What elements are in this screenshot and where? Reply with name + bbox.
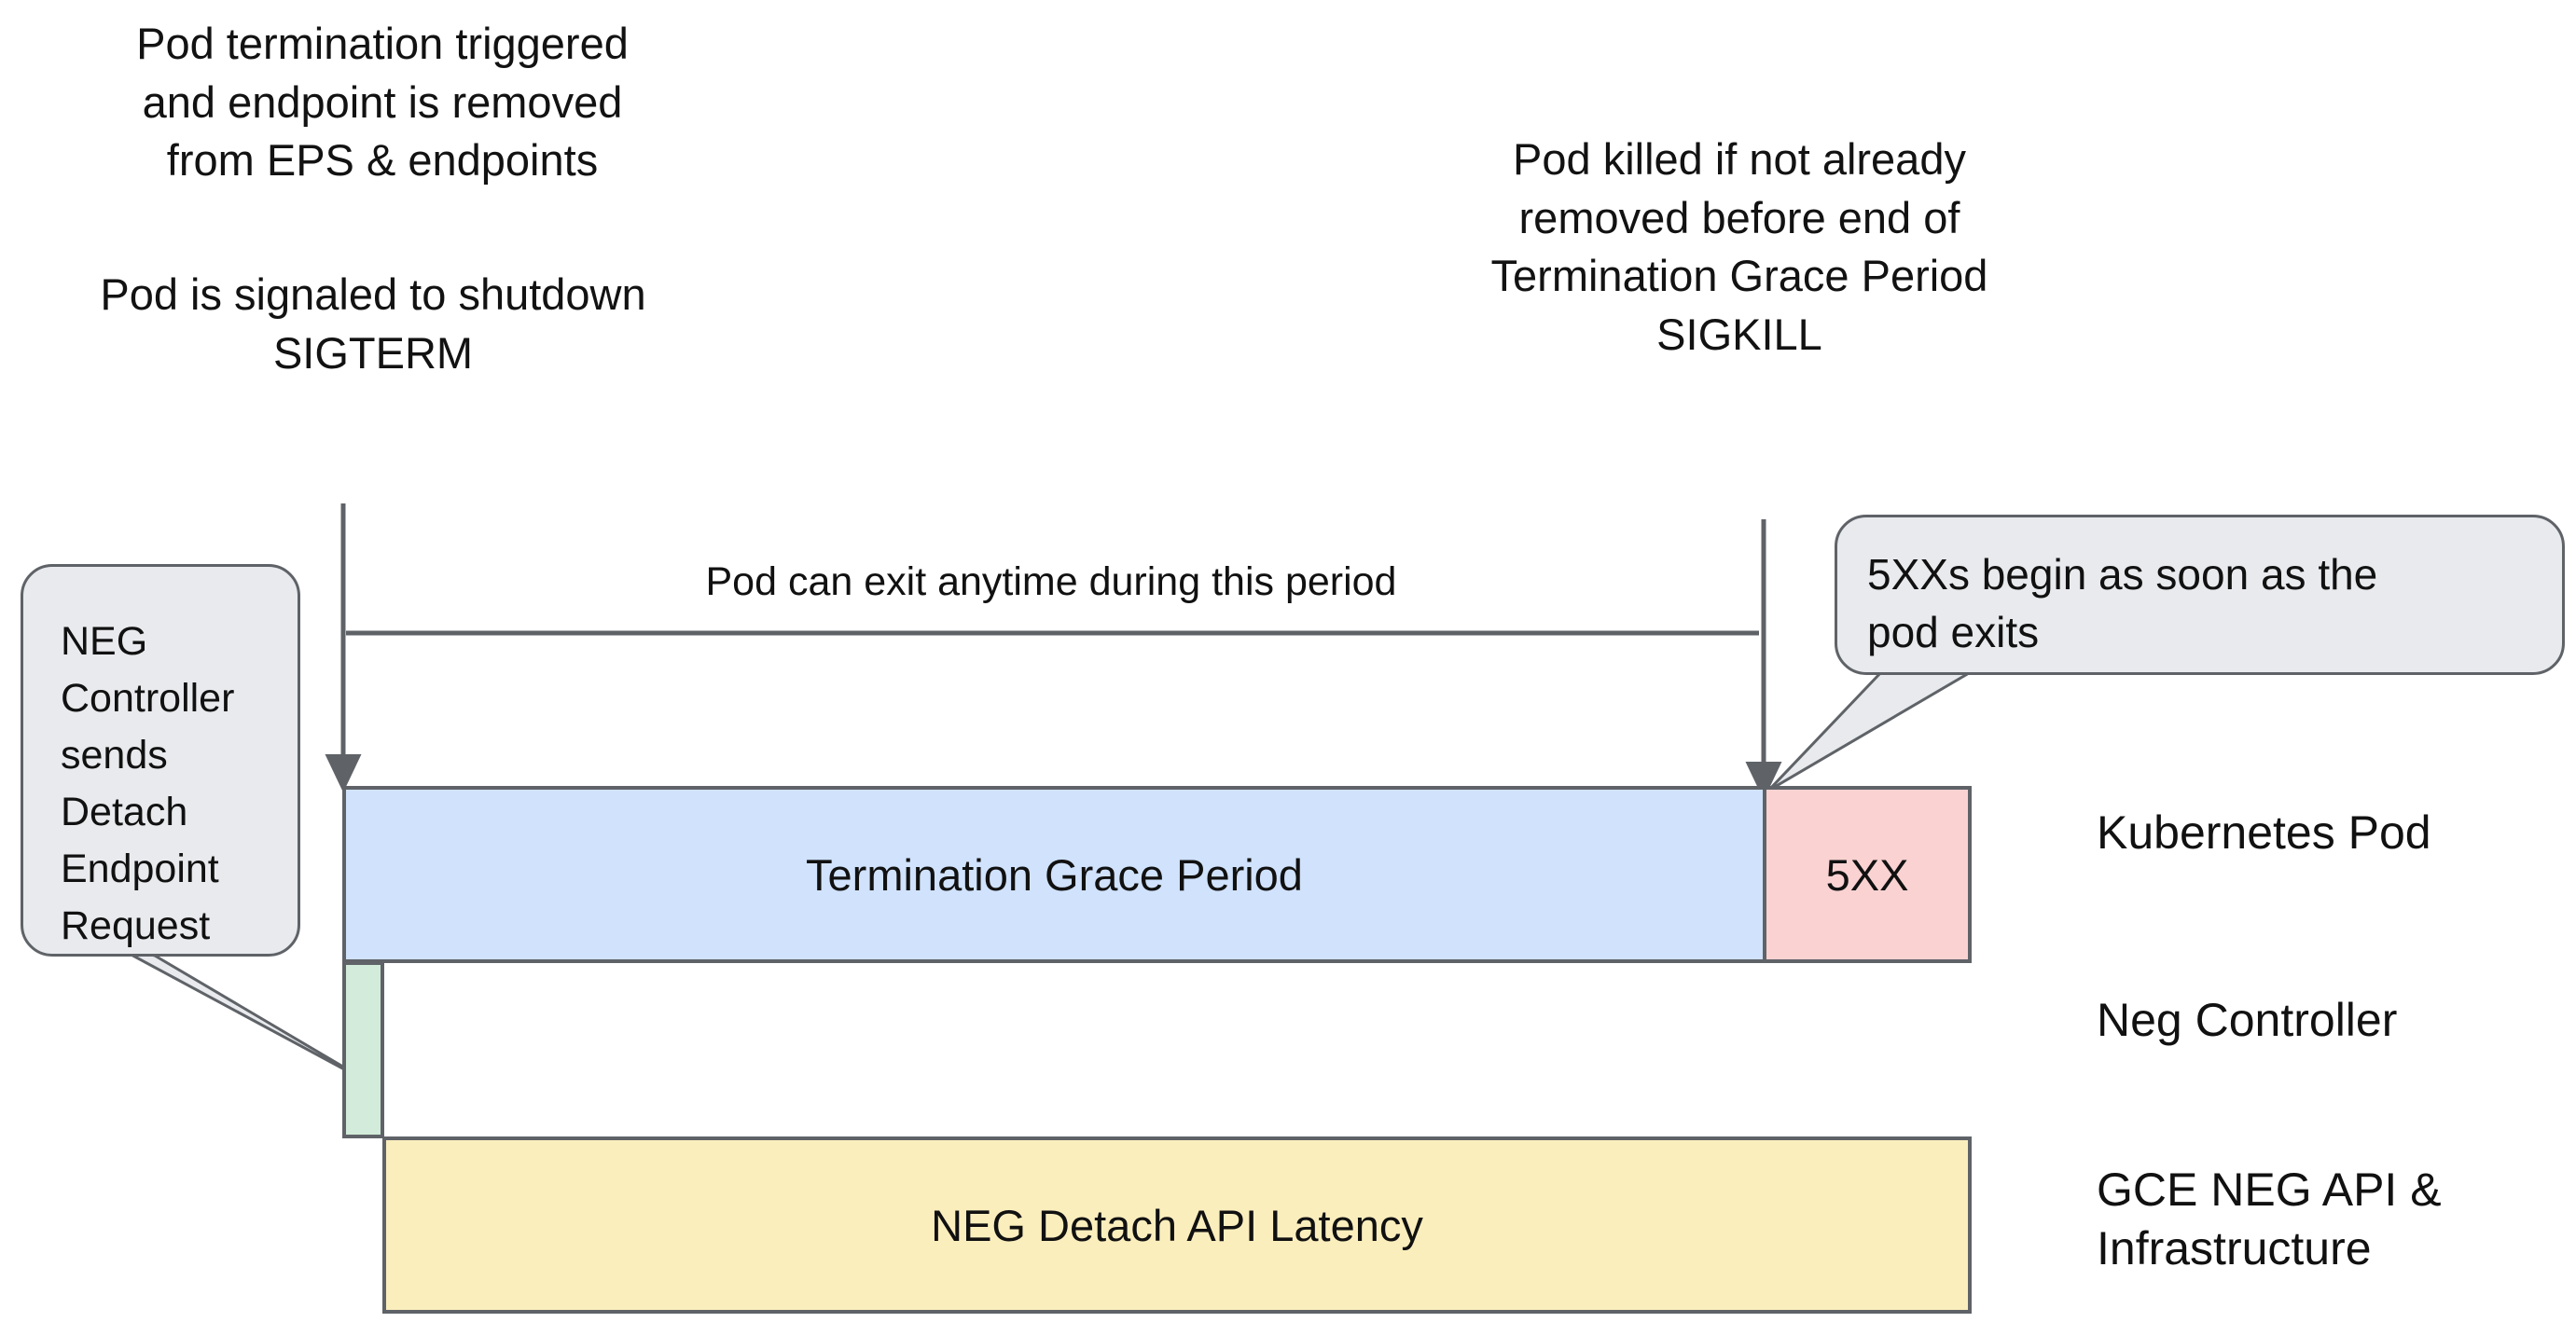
period-caption: Pod can exit anytime during this period [705,559,1397,604]
callout-neg-controller-detach-request: NEG Controller sends Detach Endpoint Req… [21,564,300,957]
lane-label-gce-neg-api-infrastructure: GCE NEG API & Infrastructure [2097,1164,2442,1274]
lane-label-kubernetes-pod: Kubernetes Pod [2097,806,2431,859]
annotation-pod-termination-triggered: Pod termination triggered and endpoint i… [136,19,629,185]
bar-neg-detach-request [342,961,384,1138]
bar-neg-detach-api-latency: NEG Detach API Latency [382,1136,1972,1314]
bar-5xx: 5XX [1763,786,1972,963]
annotation-pod-signaled-sigterm: Pod is signaled to shutdown SIGTERM [100,269,646,378]
bar-termination-grace-period: Termination Grace Period [342,786,1766,963]
annotation-pod-killed-sigkill: Pod killed if not already removed before… [1490,134,1988,359]
lane-label-neg-controller: Neg Controller [2097,994,2398,1046]
five-xx-callout-tail [1766,669,1974,792]
callout-5xx-begin: 5XXs begin as soon as the pod exits [1835,515,2565,675]
